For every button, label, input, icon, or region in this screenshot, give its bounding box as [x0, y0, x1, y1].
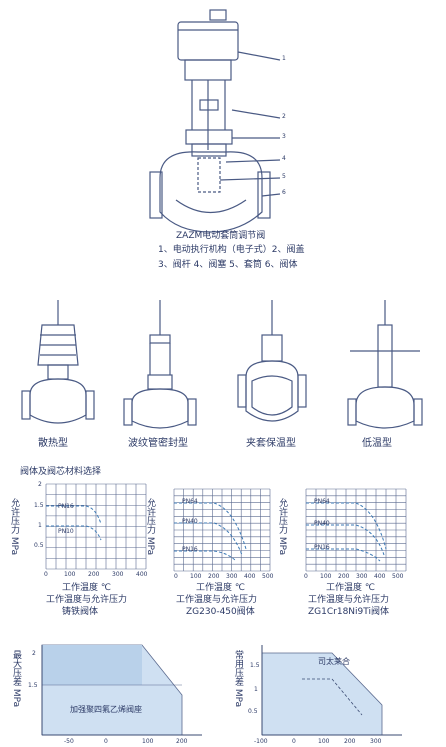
chart1-xtick: 400: [136, 571, 148, 578]
chart1-ytick: 1.5: [34, 502, 44, 509]
chart1-xtick: 200: [88, 571, 100, 578]
chart3-xtick: 300: [356, 573, 368, 580]
chart1-xtick: 100: [64, 571, 76, 578]
chart2-series-label: PN40: [182, 518, 198, 525]
bottom1-ytick: 2: [32, 650, 36, 657]
chart1-ytick: 1: [38, 522, 42, 529]
bottom1-xtick: 0: [104, 738, 108, 745]
bottom1-xtick: 200: [176, 738, 188, 745]
chart2-xlabel: 工作温度 ℃: [196, 583, 245, 593]
chart1-grid: [45, 483, 147, 570]
chart2-grid: [173, 488, 271, 572]
callout-4: 4: [282, 155, 286, 162]
bottom2-ytick: 1.5: [250, 662, 260, 669]
variant-label-2: 波纹管密封型: [128, 438, 188, 449]
bottom1-ylabel: 最大压差 MPa: [11, 650, 21, 708]
chart1-xlabel: 工作温度 ℃: [62, 583, 111, 593]
chart3-series-label: PN16: [314, 544, 330, 551]
chart3-xtick: 400: [374, 573, 386, 580]
chart3-xtick: 100: [320, 573, 332, 580]
chart1-material: 铸铁阀体: [62, 607, 99, 617]
chart3-xtick: 500: [392, 573, 404, 580]
bottom2-xtick: 0: [292, 738, 296, 745]
chart2-xtick: 400: [244, 573, 256, 580]
chart2-material: ZG230-450阀体: [186, 607, 255, 617]
chart1-ytick: 2: [38, 481, 42, 488]
chart3-xlabel: 工作温度 ℃: [326, 583, 375, 593]
variants-drawing: [21, 300, 423, 429]
chart2-xtick: 300: [226, 573, 238, 580]
chart1-caption: 工作温度与允许压力: [46, 595, 128, 605]
chart3-series-label: PN64: [314, 498, 330, 505]
chart3-caption: 工作温度与允许压力: [308, 595, 390, 605]
chart3-ylabel: 允许压力 MPa: [277, 498, 287, 556]
top-figure-title: ZAZM电动套筒调节阀: [176, 231, 266, 241]
chart1-xtick: 0: [44, 571, 48, 578]
callout-2: 2: [282, 113, 286, 120]
bottom2-xtick: 200: [344, 738, 356, 745]
chart2-xtick: 0: [174, 573, 178, 580]
chart1-xtick: 300: [112, 571, 124, 578]
callout-5: 5: [282, 173, 286, 180]
chart3-material: ZG1Cr18Ni9Ti阀体: [308, 607, 389, 617]
bottom1-ytick: 1.5: [28, 682, 38, 689]
bottom1-xtick: -50: [64, 738, 74, 745]
callout-1: 1: [282, 55, 286, 62]
chart2-series-label: PN16: [182, 546, 198, 553]
top-figure-legend-2: 3、阀杆 4、阀塞 5、套筒 6、阀体: [158, 260, 298, 270]
bottom2-xtick: 300: [370, 738, 382, 745]
chart3-xtick: 200: [338, 573, 350, 580]
sleeve-valve-drawing: [149, 9, 281, 233]
variant-label-4: 低温型: [362, 438, 392, 449]
chart1-ytick: 0.5: [34, 542, 44, 549]
bottom1-plot: [41, 644, 202, 736]
bottom2-ytick: 0.5: [248, 708, 258, 715]
callout-3: 3: [282, 133, 286, 140]
chart2-xtick: 100: [190, 573, 202, 580]
chart3-series-label: PN40: [314, 520, 330, 527]
bottom2-ytick: 1: [254, 686, 258, 693]
bottom2-xtick: -100: [254, 738, 268, 745]
chart1-ylabel: 允许压力 MPa: [9, 498, 19, 556]
chart3-grid: [305, 488, 407, 572]
chart2-caption: 工作温度与允许压力: [176, 595, 258, 605]
chart2-series-label: PN64: [182, 498, 198, 505]
bottom2-region-label: 司太莱合: [318, 657, 350, 666]
variant-label-3: 夹套保温型: [246, 438, 296, 449]
bottom2-xtick: 100: [318, 738, 330, 745]
materials-heading: 阀体及阀芯材料选择: [20, 467, 102, 477]
variant-label-1: 散热型: [38, 438, 68, 449]
top-figure-legend-1: 1、电动执行机构（电子式）2、阀盖: [158, 245, 305, 255]
chart2-ylabel: 允许压力 MPa: [145, 498, 155, 556]
chart1-series-label: PN10: [58, 528, 74, 535]
bottom2-plot: [261, 645, 402, 736]
chart1-series-label: PN16: [58, 503, 74, 510]
callout-6: 6: [282, 189, 286, 196]
chart2-xtick: 200: [208, 573, 220, 580]
chart3-xtick: 0: [304, 573, 308, 580]
bottom1-xtick: 100: [142, 738, 154, 745]
bottom1-region-label: 加强聚四氟乙烯阀座: [70, 705, 142, 714]
chart2-xtick: 500: [262, 573, 274, 580]
bottom2-ylabel: 常用压差 MPa: [233, 650, 243, 708]
